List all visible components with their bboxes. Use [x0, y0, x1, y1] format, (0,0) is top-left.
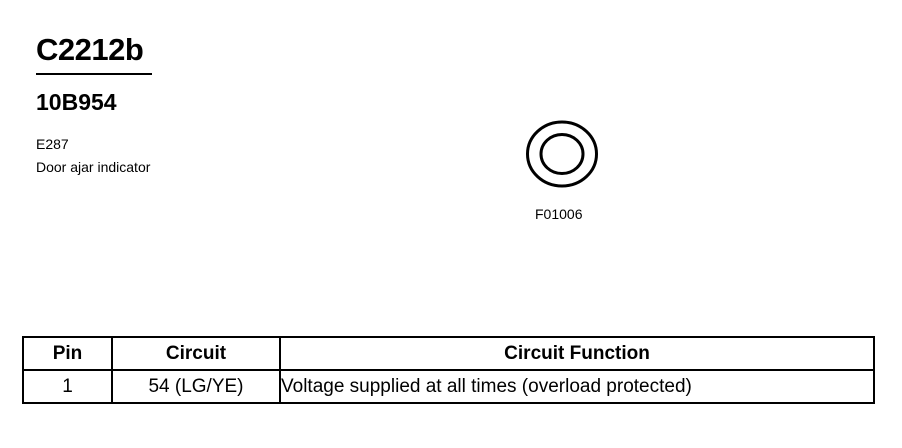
- figure-id: F01006: [535, 206, 583, 222]
- table-header-row: Pin Circuit Circuit Function: [22, 336, 875, 371]
- pin-cell: 1: [22, 369, 113, 404]
- connector-face-diagram: [526, 120, 598, 188]
- pin-table: Pin Circuit Circuit Function 1 54 (LG/YE…: [22, 336, 875, 404]
- component-code: E287: [36, 136, 69, 152]
- circuit-function-cell: Voltage supplied at all times (overload …: [279, 369, 875, 404]
- connector-outer-ring: [526, 120, 598, 188]
- title-underline: [36, 73, 152, 75]
- table-row: 1 54 (LG/YE) Voltage supplied at all tim…: [22, 369, 875, 404]
- component-description: Door ajar indicator: [36, 159, 151, 175]
- column-header-pin: Pin: [22, 336, 113, 371]
- column-header-circuit-function: Circuit Function: [279, 336, 875, 371]
- connector-id-title: C2212b: [36, 32, 144, 67]
- column-header-circuit: Circuit: [111, 336, 281, 371]
- connector-inner-ring: [539, 133, 585, 175]
- circuit-cell: 54 (LG/YE): [111, 369, 281, 404]
- part-number: 10B954: [36, 89, 117, 115]
